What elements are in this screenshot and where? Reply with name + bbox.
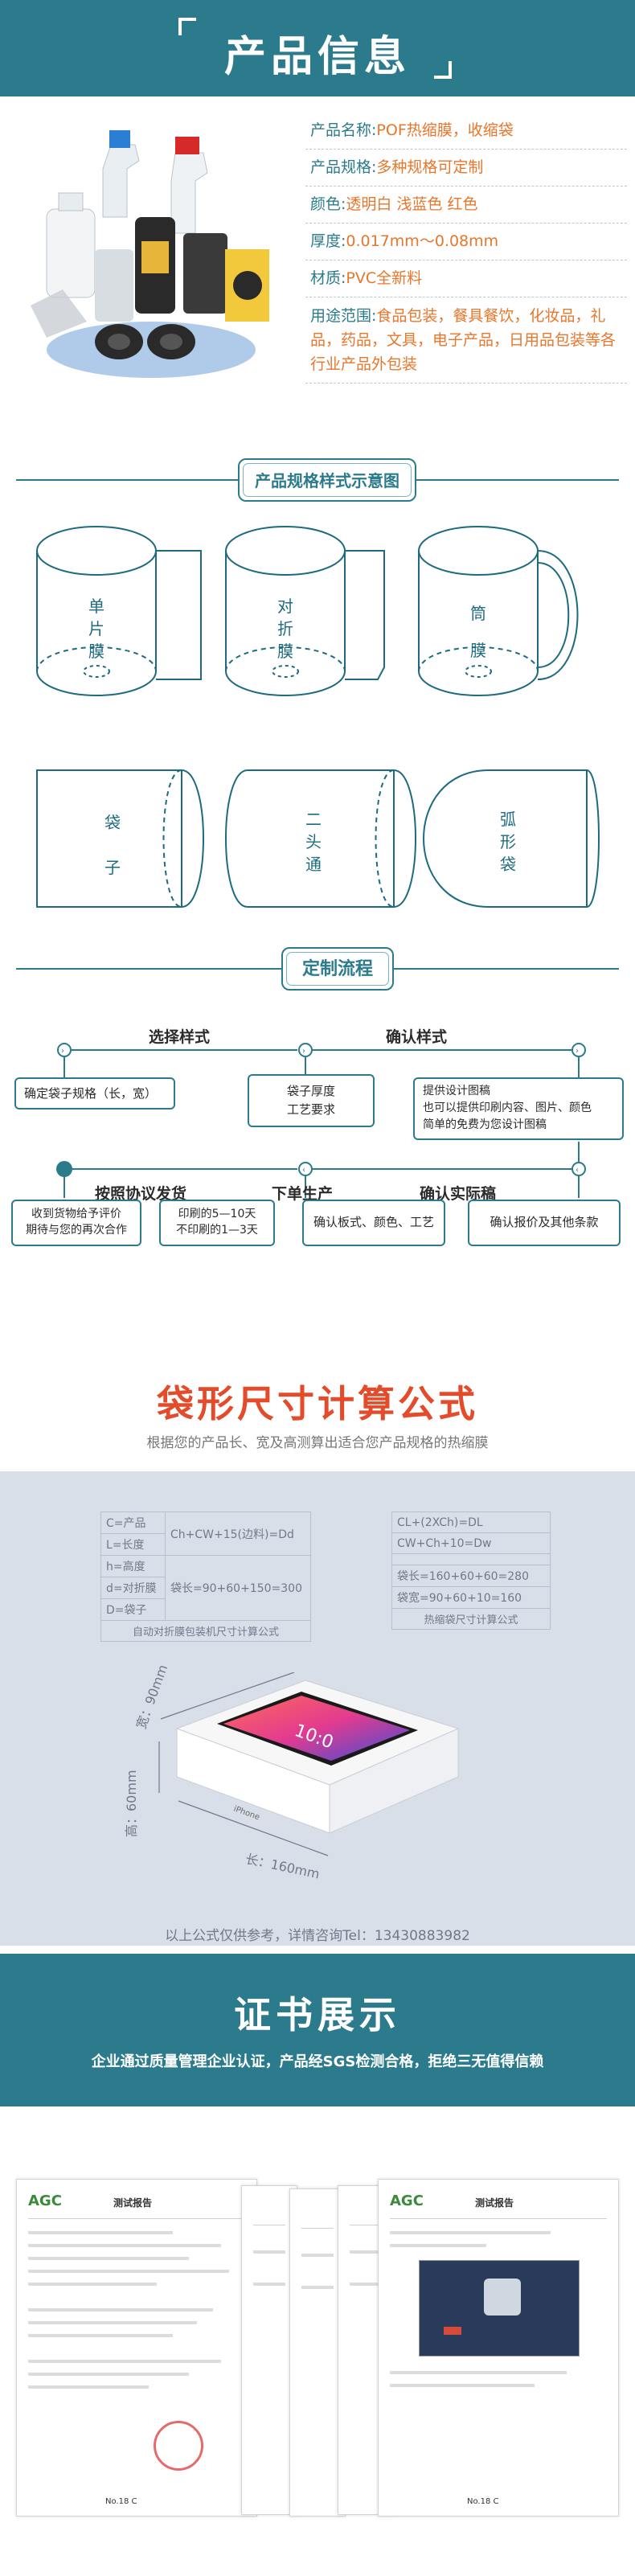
agc-logo-icon: AGC [28,2192,62,2209]
roll-label-tube: 筒膜 [470,604,486,660]
spec-diagram [36,526,600,908]
roll-label-folded: 对折膜 [277,597,293,661]
info-row-color: 颜色:透明白 浅蓝色 红色 [305,187,627,224]
step-select-style: 选择样式 [149,1028,211,1046]
svg-text:›: › [61,1047,64,1056]
page-title: 产品信息 [223,33,411,81]
info-row-thickness: 厚度:0.017mm～0.08mm [305,224,627,260]
certificate-subtitle: 企业通过质量管理企业认证，产品经SGS检测合格，拒绝三无值得信赖 [91,2053,544,2070]
red-seal-icon [154,2421,203,2471]
step-ship: 按照协议发货 [95,1185,187,1203]
step-confirm-sample: 确认实际稿 [420,1185,497,1203]
formula-note: 以上公式仅供参考，详情咨询Tel：13430883982 [165,1928,470,1944]
process-flow-lines: › › › ‹ ‹ [56,1043,586,1208]
phone-box-illustration: 10:0 iPhone [158,1672,460,1856]
certificate-doc-stack-2 [289,2188,346,2517]
formula-subtitle: 根据您的产品长、宽及高测算出适合您产品规格的热缩膜 [146,1435,489,1451]
certificate-doc-2: AGC 测试报告 No.18 C [378,2179,619,2517]
step-produce: 下单生产 [272,1185,334,1203]
svg-text:›: › [302,1047,305,1056]
bracket-left-decoration [178,18,196,35]
agc-logo-icon: AGC [390,2192,424,2209]
process-box-design: 提供设计图稿 也可以提供印刷内容、图片、颜色 简单的免费为您设计图稿 [413,1077,624,1140]
bracket-right-decoration [434,61,452,79]
process-box-feedback: 收到货物给予评价 期待与您的再次合作 [11,1200,141,1246]
svg-text:iPhone: iPhone [232,1804,260,1822]
bag-label-open-ends: 二头通 [305,810,322,874]
process-section-heading: 定制流程 [281,947,394,991]
header-banner: 产品信息 [0,0,635,96]
process-box-confirm-plate: 确认板式、颜色、工艺 [302,1200,445,1246]
step-confirm-style: 确认样式 [386,1028,448,1046]
formula-title: 袋形尺寸计算公式 [157,1382,478,1425]
dim-height-label: 高：60mm [124,1770,139,1837]
svg-text:‹: ‹ [302,1166,305,1175]
sample-photo [419,2260,580,2357]
info-row-spec: 产品规格:多种规格可定制 [305,150,627,187]
svg-text:›: › [576,1047,579,1056]
roll-label-single: 单片膜 [88,597,104,661]
certificate-title: 证书展示 [234,1993,401,2037]
certificate-doc-1: AGC 测试报告 No.18 C [16,2179,257,2517]
spec-section-heading: 产品规格样式示意图 [238,458,416,502]
svg-text:‹: ‹ [576,1166,579,1175]
info-row-material: 材质:PVC全新料 [305,260,627,297]
info-row-usage: 用途范围:食品包装，餐具餐饮，化妆品，礼品，药品，文具，电子产品，日用品包装等各… [305,297,627,384]
product-photo [14,113,296,402]
process-box-lead-time: 印刷的5—10天 不印刷的1—3天 [159,1200,275,1246]
process-box-quote: 确认报价及其他条款 [468,1200,621,1246]
process-box-thickness: 袋子厚度 工艺要求 [248,1074,375,1127]
product-info-list: 产品名称:POF热缩膜，收缩袋 产品规格:多种规格可定制 颜色:透明白 浅蓝色 … [305,113,627,384]
info-row-name: 产品名称:POF热缩膜，收缩袋 [305,113,627,150]
formula-table-right: CL+(2XCh)=DL CW+Ch+10=Dw 袋长=160+60+60=28… [391,1512,551,1630]
bag-label-arc: 弧形袋 [500,810,516,874]
certificate-banner: 证书展示 企业通过质量管理企业认证，产品经SGS检测合格，拒绝三无值得信赖 [0,1954,635,2106]
process-box-size: 确定袋子规格（长，宽） [14,1077,175,1110]
bag-label-bag: 袋子 [104,813,121,877]
